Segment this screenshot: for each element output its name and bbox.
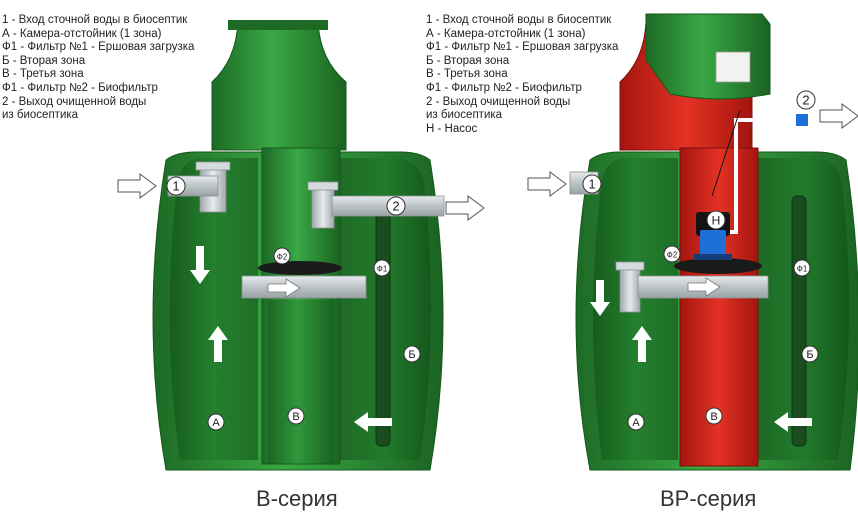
legend-line: Ф1 - Фильтр №1 - Ершовая загрузка — [426, 41, 619, 54]
legend-line: 1 - Вход сточной воды в биосептик — [2, 14, 188, 26]
legend-line: из биосептика — [426, 109, 503, 122]
label-filter1: Ф1 — [797, 265, 808, 274]
label-zone-b: Б — [408, 349, 415, 361]
tank-br-series — [569, 13, 858, 471]
label-outlet: 2 — [802, 93, 809, 108]
label-outlet: 2 — [392, 199, 399, 214]
legend-line: Б - Вторая зона — [426, 54, 510, 67]
legend-line: А - Камера-отстойник (1 зона) — [426, 27, 586, 40]
legend-line: Ф1 - Фильтр №2 - Биофильтр — [2, 81, 158, 94]
label-zone-a: А — [212, 417, 220, 429]
legend-line: Н - Насос — [426, 122, 478, 135]
label-zone-b: Б — [806, 349, 813, 361]
flow-arrows — [117, 103, 858, 432]
legend-line: Б - Вторая зона — [2, 54, 86, 67]
label-zone-a: А — [632, 417, 640, 429]
label-filter1: Ф1 — [377, 265, 388, 274]
caption-br-series: ВР-серия — [660, 486, 757, 511]
legend-line: из биосептика — [2, 109, 79, 122]
label-filter2: Ф2 — [277, 253, 288, 262]
label-inlet: 1 — [588, 177, 595, 192]
legend-line: Ф1 - Фильтр №2 - Биофильтр — [426, 81, 582, 94]
label-inlet: 1 — [172, 179, 179, 194]
legend-line: А - Камера-отстойник (1 зона) — [2, 27, 162, 40]
label-filter2: Ф2 — [667, 251, 678, 260]
right-labels: 1 2 Ф2 Ф1 Н А В Б — [582, 90, 819, 431]
left-labels: 1 2 Ф2 Ф1 А В Б — [166, 176, 421, 431]
control-box — [715, 51, 751, 83]
legend-line: В - Третья зона — [426, 68, 508, 81]
legend-line: Ф1 - Фильтр №1 - Ершовая загрузка — [2, 41, 195, 54]
legend-line: 1 - Вход сточной воды в биосептик — [426, 14, 612, 26]
label-zone-v: В — [710, 411, 717, 423]
label-pump: Н — [712, 214, 721, 228]
legend-line: 2 - Выход очищенной воды — [2, 95, 147, 108]
legend-line: В - Третья зона — [2, 68, 84, 81]
tank-b-series — [152, 20, 445, 471]
legend-line: 2 - Выход очищенной воды — [426, 95, 571, 108]
label-zone-v: В — [292, 411, 299, 423]
caption-b-series: В-серия — [256, 486, 338, 511]
